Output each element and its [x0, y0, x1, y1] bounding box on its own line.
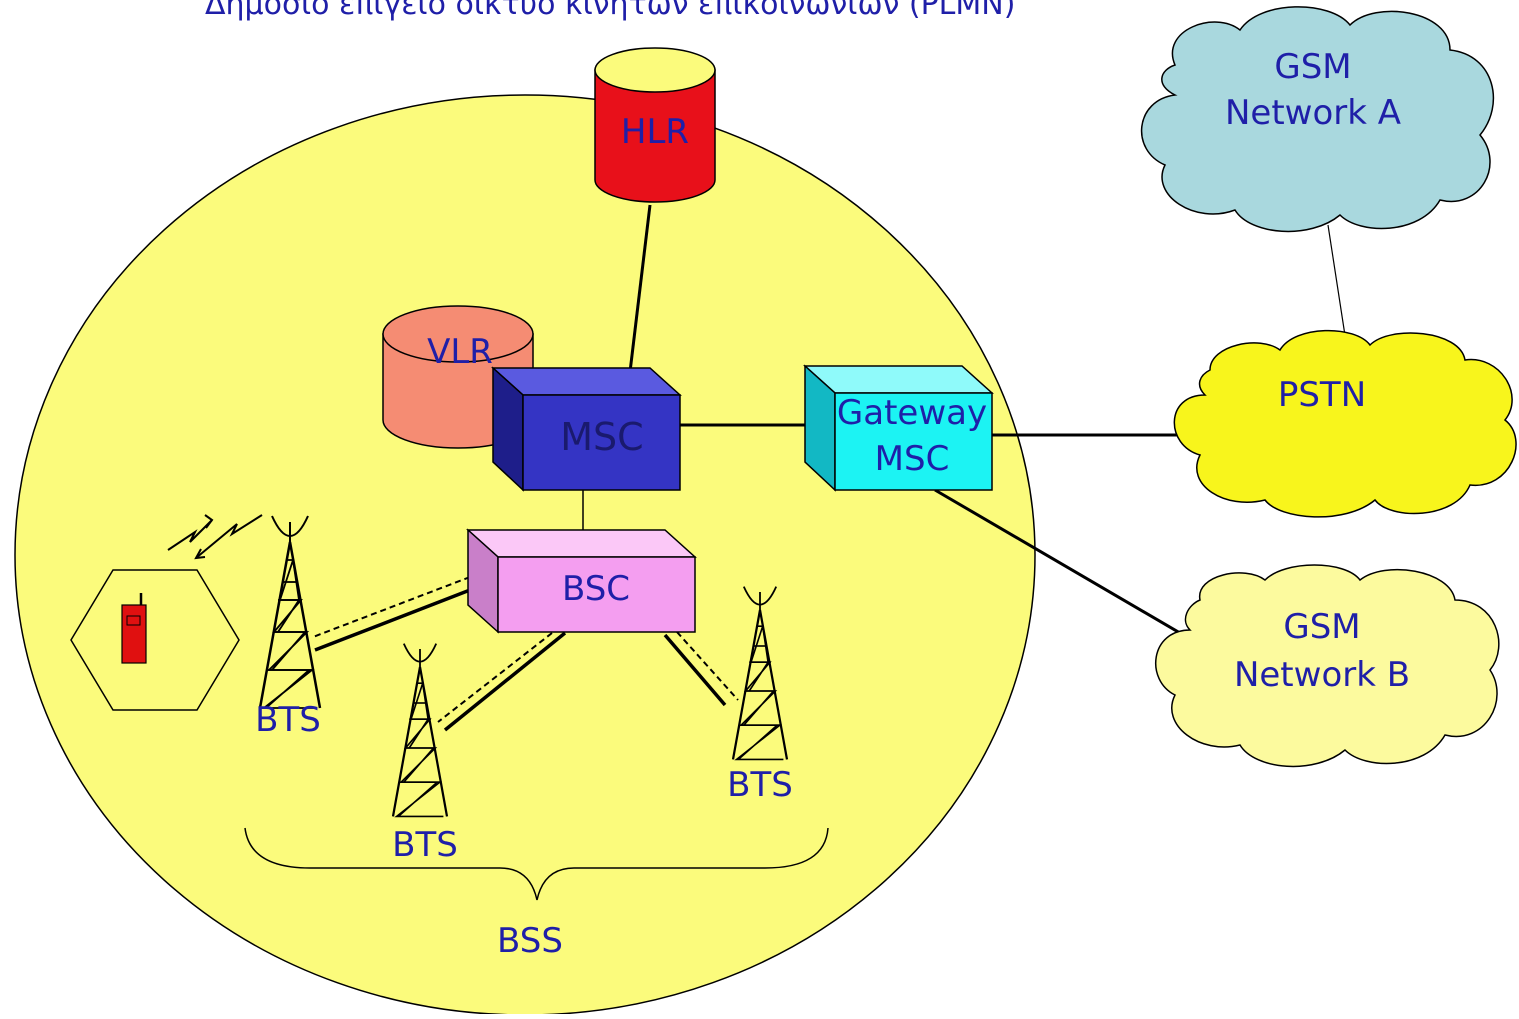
bts-left-label: BTS [255, 700, 321, 740]
vlr-label: VLR [427, 332, 493, 372]
bsc-label: BSC [562, 569, 630, 609]
mobile-phone-icon [121, 593, 147, 664]
network-b-label-line2: Network B [1234, 655, 1410, 695]
bsc-bts-left-link [314, 588, 471, 652]
gateway-label-line1: Gateway [837, 393, 987, 433]
hlr-database: HLR [594, 47, 716, 203]
cell-hexagon [70, 569, 240, 711]
bsc-box: BSC [466, 528, 697, 634]
cloud-network-b: GSM Network B [1154, 564, 1500, 768]
hlr-label: HLR [621, 112, 689, 152]
network-a-label-line2: Network A [1225, 93, 1401, 133]
bsc-bts-right-link [663, 633, 727, 707]
bss-label: BSS [497, 921, 563, 961]
mobile-station [70, 569, 240, 711]
msc-box: MSC [491, 366, 682, 492]
gateway-msc-box: Gateway MSC [803, 364, 994, 492]
connections [312, 204, 1349, 732]
radio-link-icon [167, 514, 263, 560]
hlr-msc-link [628, 204, 652, 373]
diagram-title: Δημόσιο επίγειο δίκτυο κινητών επικοινων… [205, 0, 1015, 22]
gateway-label-line2: MSC [875, 439, 950, 479]
bts-middle-label: BTS [392, 825, 458, 865]
network-a-label-line1: GSM [1274, 47, 1351, 87]
bsc-bts-middle-link [443, 631, 567, 732]
cloud-pstn: PSTN [1173, 329, 1517, 518]
cloud-network-a: GSM Network A [1140, 6, 1495, 233]
network-b-label-line1: GSM [1283, 607, 1360, 647]
pstn-label: PSTN [1278, 375, 1366, 415]
bts-right-label: BTS [727, 765, 793, 805]
gateway-network-b-link [934, 488, 1193, 642]
bss-brace [244, 827, 829, 901]
msc-label: MSC [560, 415, 643, 459]
